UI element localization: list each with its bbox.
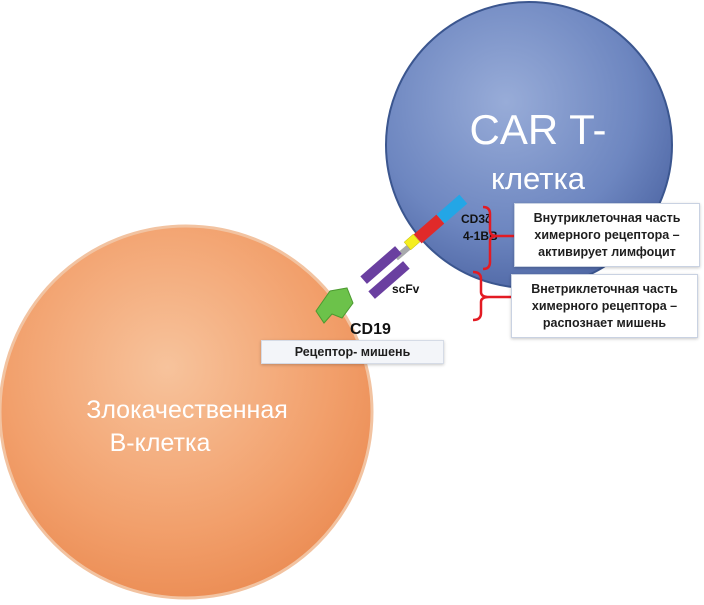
intracellular-callout-line3: активирует лимфоцит — [538, 245, 676, 259]
extracellular-callout: Внетриклеточная часть химерного рецептор… — [511, 274, 698, 338]
intracellular-callout-line1: Внутриклеточная часть — [533, 211, 681, 225]
scfv-heavy-chain — [360, 246, 402, 284]
target-receptor-callout: Рецептор- мишень — [261, 340, 444, 364]
car-receptor — [360, 194, 468, 299]
car-t-label-line2: клетка — [491, 161, 586, 196]
scfv-light-chain — [368, 261, 410, 299]
malignant-label-line2: В-клетка — [110, 429, 211, 457]
costim-4-1bb-domain — [413, 214, 445, 244]
malignant-label-line1: Злокачественная — [86, 396, 288, 424]
intracellular-callout-line2: химерного рецептора – — [534, 228, 680, 242]
cd19-antigen-shape — [315, 287, 354, 324]
hinge-domain — [403, 233, 421, 251]
cd3z-label: CD3ζ — [461, 212, 491, 226]
cd19-label: CD19 — [350, 321, 391, 338]
scfv-label: scFv — [392, 282, 420, 296]
car-t-label-line1: CAR T- — [470, 106, 607, 153]
extracellular-callout-line1: Внетриклеточная часть — [531, 282, 678, 296]
cd3z-domain — [436, 194, 468, 224]
extracellular-callout-line2: химерного рецептора – — [531, 299, 678, 313]
malignant-b-cell — [0, 224, 374, 600]
extracellular-callout-line3: распознает мишень — [542, 316, 667, 330]
intracellular-callout: Внутриклеточная часть химерного рецептор… — [514, 203, 700, 267]
target-receptor-label: Рецептор- мишень — [294, 345, 411, 359]
